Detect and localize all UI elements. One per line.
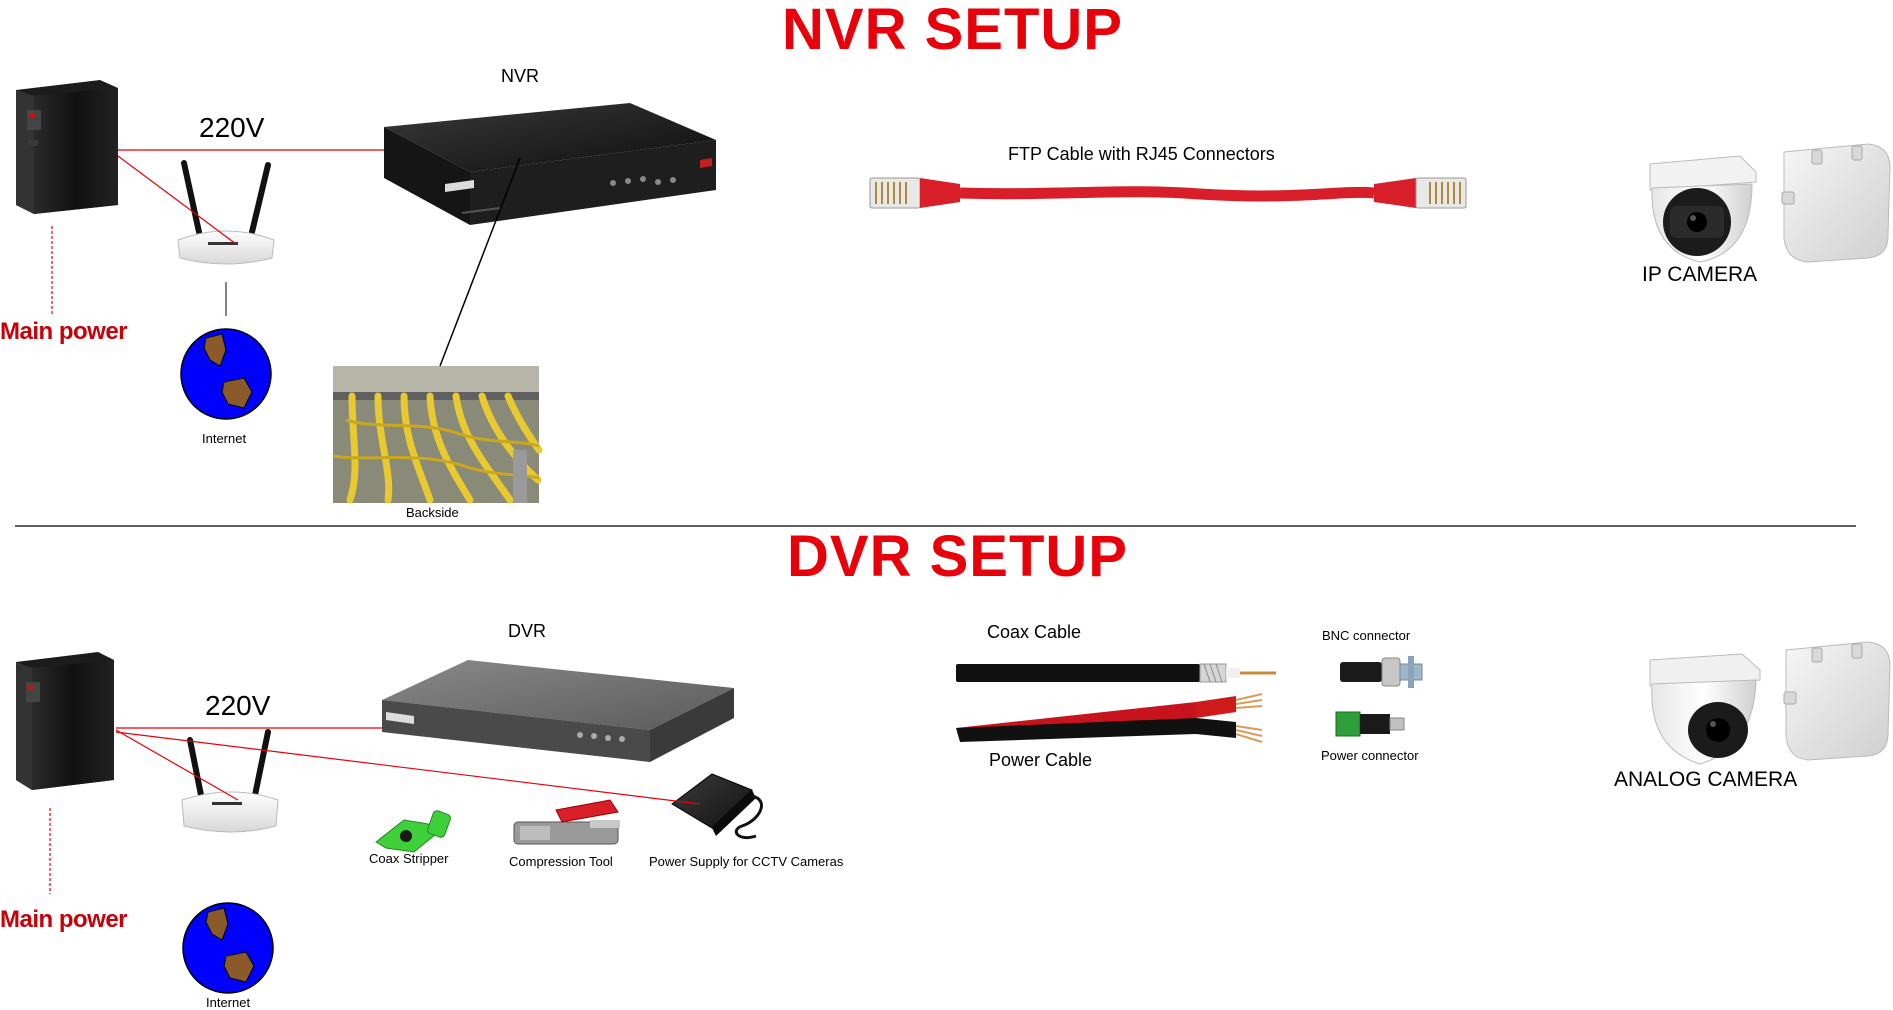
ups-icon xyxy=(16,80,118,214)
backside-photo xyxy=(332,366,543,504)
internet-globe-icon xyxy=(182,902,274,994)
nvr-setup-title: NVR SETUP xyxy=(782,0,1123,62)
analog-camera-label: ANALOG CAMERA xyxy=(1614,768,1798,791)
nvr-connection-lines xyxy=(51,149,521,367)
ftp-cable-label: FTP Cable with RJ45 Connectors xyxy=(1008,144,1275,164)
nvr-device-icon xyxy=(384,103,716,225)
power-connector-icon xyxy=(1335,711,1405,737)
router-icon xyxy=(181,729,279,833)
internet-label: Internet xyxy=(202,431,247,446)
junction-box-icon xyxy=(1781,143,1891,263)
voltage-label: 220V xyxy=(205,690,271,721)
coax-stripper-icon xyxy=(375,810,451,853)
power-cable-icon xyxy=(956,693,1263,743)
dvr-label: DVR xyxy=(508,621,547,641)
ftp-cable-icon xyxy=(869,177,1467,209)
compression-tool-label: Compression Tool xyxy=(509,854,613,869)
power-cable-label: Power Cable xyxy=(989,750,1093,770)
analog-camera-icon xyxy=(1649,653,1761,765)
backside-label: Backside xyxy=(406,505,459,520)
dvr-connection-lines xyxy=(49,727,701,894)
dvr-device-icon xyxy=(382,660,734,762)
ups-icon xyxy=(16,652,114,790)
power-connector-label: Power connector xyxy=(1321,748,1419,763)
coax-cable-label: Coax Cable xyxy=(987,622,1082,642)
power-supply-icon xyxy=(671,773,763,840)
coax-stripper-label: Coax Stripper xyxy=(369,851,449,866)
ip-camera-icon xyxy=(1649,155,1757,263)
bnc-connector-icon xyxy=(1340,656,1423,688)
power-supply-label: Power Supply for CCTV Cameras xyxy=(649,854,844,869)
router-icon xyxy=(177,160,275,265)
main-power-label: Main power xyxy=(0,906,128,933)
coax-cable-icon xyxy=(956,663,1276,683)
compression-tool-icon xyxy=(513,799,620,845)
internet-label: Internet xyxy=(206,995,251,1010)
dvr-setup-title: DVR SETUP xyxy=(787,524,1128,589)
voltage-label: 220V xyxy=(199,112,265,143)
ip-camera-label: IP CAMERA xyxy=(1642,263,1758,286)
internet-globe-icon xyxy=(180,328,272,420)
nvr-label: NVR xyxy=(501,66,540,86)
junction-box-icon xyxy=(1783,641,1891,761)
main-power-label: Main power xyxy=(0,318,128,345)
bnc-connector-label: BNC connector xyxy=(1322,628,1411,643)
